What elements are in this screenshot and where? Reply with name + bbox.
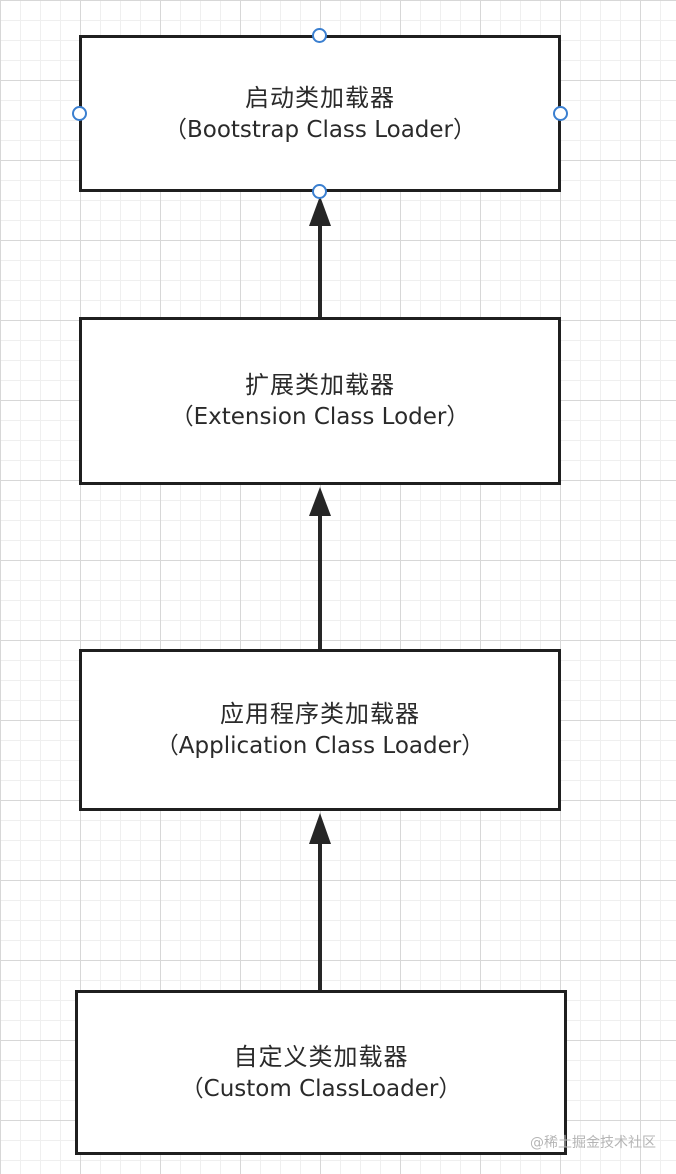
edge-arrowhead — [309, 196, 331, 226]
arrow-extension-to-bootstrap — [309, 196, 331, 317]
node-extension-class-loader[interactable]: 扩展类加载器 （Extension Class Loder） — [79, 317, 561, 485]
node-subtitle: （Custom ClassLoader） — [180, 1075, 462, 1102]
edge-arrowhead — [309, 813, 331, 844]
node-bootstrap-class-loader[interactable]: 启动类加载器 （Bootstrap Class Loader） — [79, 35, 561, 192]
node-title: 扩展类加载器 — [245, 371, 395, 399]
node-application-class-loader[interactable]: 应用程序类加载器 （Application Class Loader） — [79, 649, 561, 811]
node-subtitle: （Extension Class Loder） — [170, 404, 470, 430]
selection-handle-left[interactable] — [72, 106, 87, 121]
node-custom-class-loader[interactable]: 自定义类加载器 （Custom ClassLoader） — [75, 990, 567, 1155]
watermark: @稀土掘金技术社区 — [530, 1135, 656, 1151]
node-title: 启动类加载器 — [245, 83, 395, 112]
selection-handle-top[interactable] — [312, 28, 327, 43]
node-subtitle: （Application Class Loader） — [155, 733, 485, 759]
node-title: 应用程序类加载器 — [220, 700, 420, 728]
node-title: 自定义类加载器 — [233, 1042, 409, 1071]
node-subtitle: （Bootstrap Class Loader） — [163, 116, 476, 143]
arrow-custom-to-application — [309, 813, 331, 990]
edge-arrowhead — [309, 487, 331, 516]
selection-handle-bottom[interactable] — [312, 184, 327, 199]
arrow-application-to-extension — [309, 487, 331, 649]
selection-handle-right[interactable] — [553, 106, 568, 121]
